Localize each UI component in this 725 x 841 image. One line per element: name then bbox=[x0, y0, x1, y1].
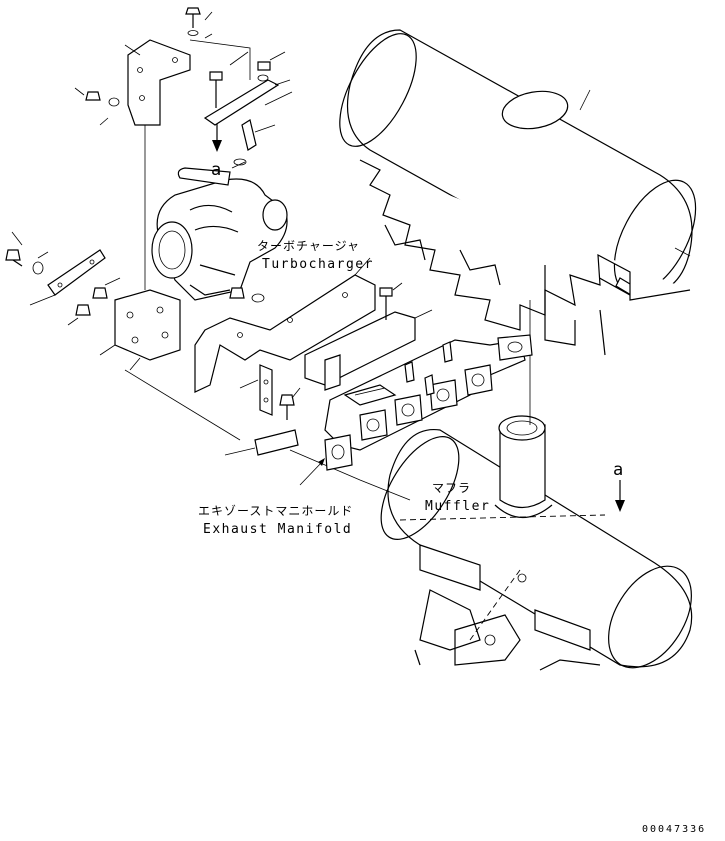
muffler-label-jp: マフラ bbox=[432, 481, 471, 495]
muffler-label-en: Muffler bbox=[425, 499, 490, 514]
manifold-label-en: Exhaust Manifold bbox=[203, 522, 352, 537]
drawing-code: 00047336 bbox=[642, 824, 706, 835]
muffler-lower bbox=[380, 415, 693, 671]
muffler-upper bbox=[339, 29, 697, 356]
ref-label-a-top: a bbox=[211, 160, 221, 180]
manifold-label-jp: エキゾーストマニホールド bbox=[198, 504, 353, 518]
turbocharger bbox=[151, 161, 288, 301]
centre-brackets bbox=[194, 257, 433, 501]
ref-label-a-right: a bbox=[613, 460, 623, 480]
top-brackets bbox=[74, 7, 293, 290]
exhaust-manifold bbox=[299, 334, 533, 486]
turbocharger-label-en: Turbocharger bbox=[262, 257, 374, 272]
turbocharger-label-jp: ターボチャージャ bbox=[257, 239, 360, 253]
left-brackets bbox=[5, 231, 241, 441]
